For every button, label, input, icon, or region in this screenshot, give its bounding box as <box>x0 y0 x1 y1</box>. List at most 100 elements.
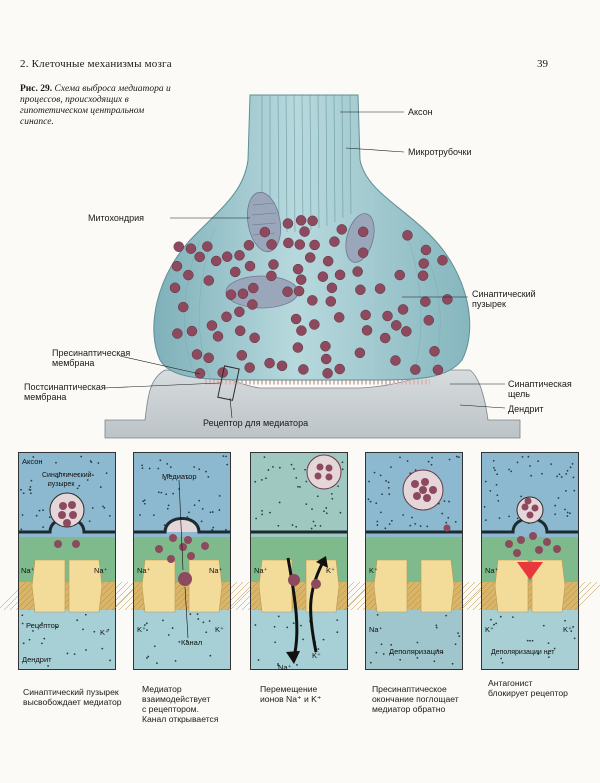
ion-dot <box>305 503 308 506</box>
ion-dot <box>336 631 339 634</box>
mediator-molecule <box>288 574 300 586</box>
ion-dot <box>496 473 499 476</box>
ion-dot <box>205 631 208 634</box>
page-number: 39 <box>537 58 548 70</box>
ion-dot <box>202 621 205 624</box>
ion-dot <box>141 467 144 470</box>
ion-dot <box>78 484 81 487</box>
vesicle <box>264 357 275 369</box>
label-presynaptic-l2: мембрана <box>52 358 95 368</box>
panel-4-caption: Пресинаптическое окончание поглощает мед… <box>372 684 459 714</box>
ion-label: Na⁺ <box>21 566 35 575</box>
ion-dot <box>304 468 307 471</box>
ion-dot <box>29 492 32 495</box>
ion-dot <box>493 623 495 626</box>
ion-dot <box>419 525 422 528</box>
vesicle <box>185 243 197 254</box>
ion-dot <box>85 649 87 651</box>
ion-dot <box>43 637 46 640</box>
panel-presynaptic-area <box>481 452 579 537</box>
ion-dot <box>336 619 339 621</box>
ion-dot <box>186 477 189 480</box>
vesicle <box>248 282 259 294</box>
ion-dot <box>90 461 93 464</box>
ion-dot <box>35 514 38 517</box>
ion-dot <box>277 524 280 527</box>
hatch-line <box>574 584 600 611</box>
ion-dot <box>88 520 91 523</box>
ion-dot <box>218 509 221 511</box>
ion-label: Na⁺ <box>369 625 383 634</box>
ion-dot <box>529 639 531 642</box>
vesicle <box>221 311 232 323</box>
hatch-line <box>229 581 259 611</box>
hatch-line <box>112 581 142 611</box>
ion-dot <box>277 664 280 667</box>
ion-dot <box>454 521 457 523</box>
vesicle <box>191 349 203 360</box>
mediator-molecule <box>411 480 419 488</box>
label-receptor: Рецептор для медиатора <box>203 418 309 428</box>
ion-dot <box>107 628 110 631</box>
vesicle <box>437 254 448 266</box>
ion-dot <box>387 481 390 484</box>
ion-dot <box>458 635 461 638</box>
ion-dot <box>156 662 158 665</box>
ion-dot <box>147 655 150 658</box>
ion-dot <box>209 511 212 514</box>
ion-dot <box>494 469 496 472</box>
ion-dot <box>376 520 379 523</box>
ion-dot <box>171 627 174 629</box>
mediator-molecule <box>524 497 532 505</box>
vesicle <box>354 347 366 359</box>
ion-dot <box>167 634 170 636</box>
ion-dot <box>97 462 100 464</box>
vesicle <box>203 275 215 286</box>
vesicle <box>169 282 181 294</box>
panel-4-caption-l1: Пресинаптическое <box>372 684 447 694</box>
vesicle <box>374 283 386 294</box>
ion-dot <box>402 514 405 516</box>
panel-2-caption-l2: взаимодействует <box>142 694 211 704</box>
panel-5: Na⁺K⁺K⁺Деполяризации нет <box>460 452 600 670</box>
ion-dot <box>448 500 450 503</box>
ion-dot <box>369 661 372 664</box>
ion-dot <box>314 524 317 527</box>
ion-dot <box>435 626 438 629</box>
vesicle <box>283 237 294 249</box>
ion-dot <box>196 524 198 526</box>
hatch-line <box>460 581 490 611</box>
ion-dot <box>457 632 459 634</box>
panel-label-channel: Канал <box>181 638 202 647</box>
ion-dot <box>547 656 550 659</box>
vesicle <box>171 260 183 272</box>
receptor-box <box>217 365 240 401</box>
ion-dot <box>67 472 70 475</box>
ion-dot <box>168 473 171 476</box>
label-postsynaptic-l2: мембрана <box>24 392 67 402</box>
label-presynaptic-l1: Пресинаптическая <box>52 348 131 358</box>
ion-dot <box>277 663 279 665</box>
label-synaptic-vesicle-l2: пузырек <box>472 299 506 309</box>
ion-dot <box>451 662 454 665</box>
ion-dot <box>531 639 534 642</box>
panel-postsynaptic-area <box>133 610 231 670</box>
ion-dot <box>572 626 574 628</box>
ion-dot <box>564 489 567 492</box>
hatch-line <box>452 581 482 611</box>
ion-dot <box>193 466 196 468</box>
mediator-molecule <box>429 486 437 494</box>
label-cleft-l2: щель <box>508 389 530 399</box>
ion-dot <box>47 484 50 486</box>
receptor-right <box>305 559 340 613</box>
panel-5-caption-l2: блокирует рецептор <box>488 688 568 698</box>
ion-dot <box>211 511 214 513</box>
panel-3: Na⁺K⁺Na⁺K⁺ <box>229 452 373 672</box>
ion-dot <box>414 469 417 471</box>
ion-dot <box>21 614 24 617</box>
ion-dot <box>42 526 45 529</box>
mediator-bound <box>178 572 192 586</box>
ion-dot <box>490 618 492 621</box>
ion-dot <box>331 497 334 500</box>
